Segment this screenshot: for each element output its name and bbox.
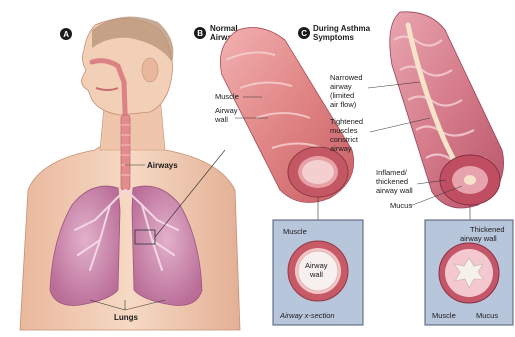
label-narrowed-3: (limited <box>330 91 354 100</box>
inset-c-muscle: Muscle <box>432 311 456 320</box>
badge-a: A <box>63 30 69 39</box>
label-inflamed-1: Inflamed/ <box>376 168 408 177</box>
trachea <box>121 115 130 190</box>
inset-c-mucus-label: Mucus <box>476 311 498 320</box>
label-narrowed-4: air flow) <box>330 100 357 109</box>
label-airway-wall-b-1: Airway <box>215 106 238 115</box>
badge-b: B <box>197 29 203 38</box>
panel-c-title-1: During Asthma <box>313 24 371 33</box>
label-tightened-3: constrict <box>330 135 359 144</box>
ear <box>142 58 158 82</box>
panel-c-title-2: Symptoms <box>313 33 354 42</box>
panel-b-title-1: Normal <box>210 24 238 33</box>
badge-c: C <box>301 29 307 38</box>
label-lungs: Lungs <box>114 313 139 322</box>
label-narrowed-1: Narrowed <box>330 73 363 82</box>
inset-c-thickened-1: Thickened <box>470 225 505 234</box>
label-airway-wall-b-2: wall <box>214 115 228 124</box>
label-inflamed-2: thickened <box>376 177 408 186</box>
label-airways: Airways <box>147 161 178 170</box>
label-tightened-1: Tightened <box>330 117 363 126</box>
inset-b-muscle: Muscle <box>283 227 307 236</box>
inset-b-wall-2: wall <box>309 270 323 279</box>
label-narrowed-2: airway <box>330 82 352 91</box>
label-inflamed-3: airway wall <box>376 186 413 195</box>
panel-a: Airways Lungs A <box>20 17 240 330</box>
label-tightened-muscles: Tightened muscles constrict airway <box>330 117 363 153</box>
inset-b-caption: Airway x-section <box>279 311 335 320</box>
label-muscle-b: Muscle <box>215 92 239 101</box>
inset-b-wall-1: Airway <box>305 261 328 270</box>
label-mucus-c: Mucus <box>390 201 412 210</box>
label-inflamed-wall: Inflamed/ thickened airway wall <box>376 168 413 195</box>
inset-c-thickened-2: airway wall <box>460 234 497 243</box>
label-narrowed-airway: Narrowed airway (limited air flow) <box>330 73 363 109</box>
label-tightened-2: muscles <box>330 126 358 135</box>
label-tightened-4: airway <box>330 144 352 153</box>
